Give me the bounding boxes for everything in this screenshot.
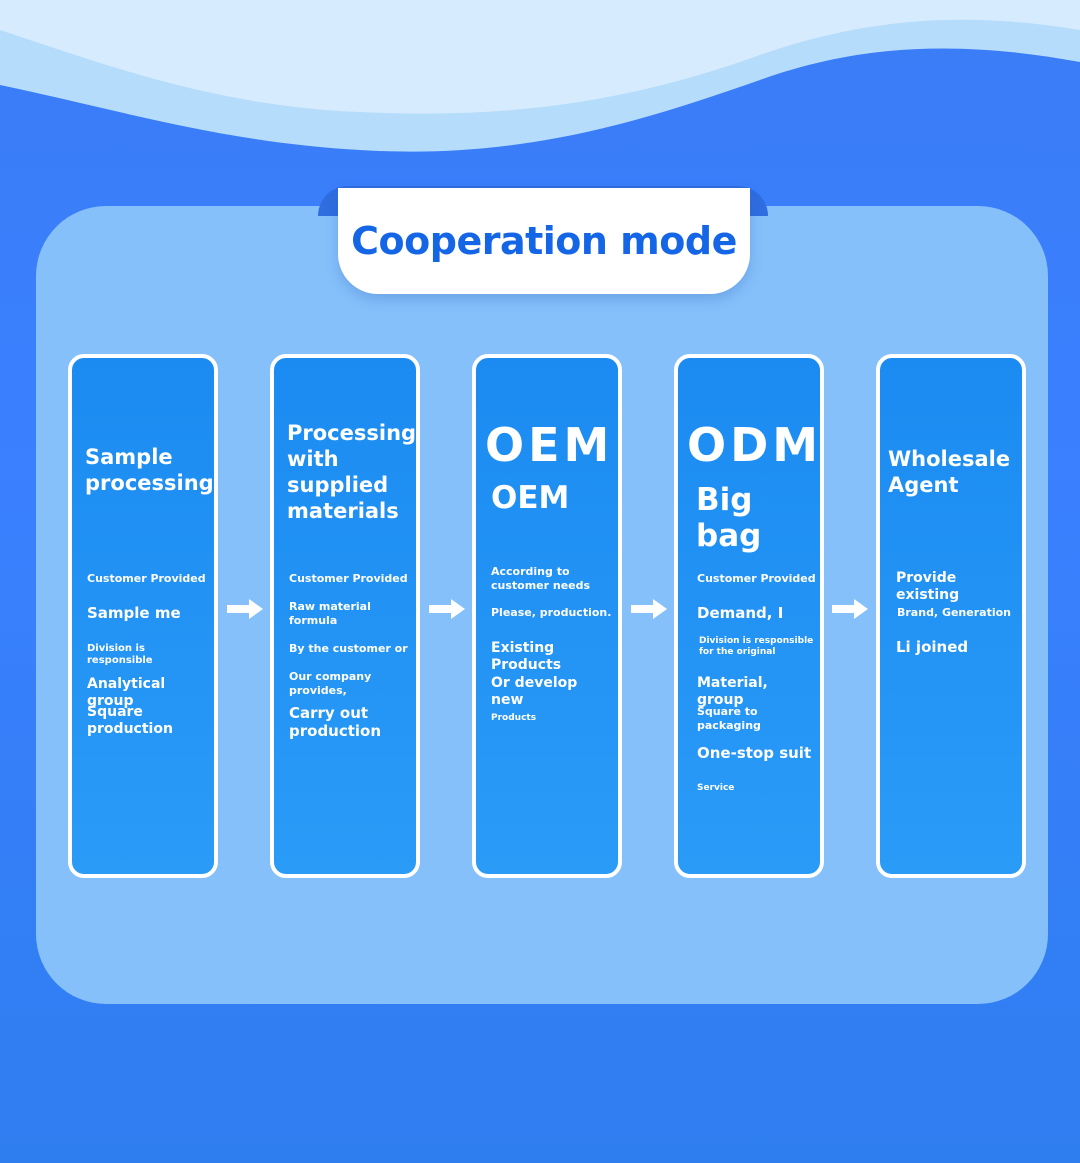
card-subheading: Big bag	[696, 482, 762, 554]
card-line: Analytical group	[87, 676, 166, 709]
card-heading: Wholesale Agent	[888, 447, 1011, 497]
card-heading: Sample processing	[85, 445, 214, 495]
card-line: Provide existing	[896, 570, 960, 603]
right-arrow-icon	[227, 599, 263, 619]
card-line: Brand, Generation	[897, 606, 1011, 619]
card-supplied-materials: Processing with supplied materials Custo…	[270, 354, 420, 878]
card-line: Carry out production	[289, 704, 382, 740]
card-line: Sample me	[87, 604, 181, 622]
card-sample-processing: Sample processing Customer Provided Samp…	[68, 354, 218, 878]
card-line: Square to packaging	[697, 705, 761, 732]
right-arrow-icon	[832, 599, 868, 619]
card-line: Please, production.	[491, 606, 612, 619]
card-line: Customer Provided	[87, 572, 206, 585]
card-line: Li joined	[896, 638, 969, 656]
top-wave	[0, 0, 1080, 152]
card-line: Division is responsible for the original	[699, 636, 814, 657]
card-line: One-stop suit	[697, 744, 812, 762]
card-line: Square production	[87, 704, 173, 737]
card-line: Division is responsible	[87, 643, 153, 666]
card-line: Demand, I	[697, 604, 784, 622]
card-line: Customer Provided	[697, 572, 816, 585]
card-line: Customer Provided	[289, 572, 408, 585]
card-big-label: ODM	[687, 418, 823, 472]
right-arrow-icon	[631, 599, 667, 619]
card-oem: OEM OEM According to customer needs Plea…	[472, 354, 622, 878]
card-wholesale-agent: Wholesale Agent Provide existing Brand, …	[876, 354, 1026, 878]
right-arrow-icon	[429, 599, 465, 619]
card-line: Raw material formula	[289, 600, 371, 627]
card-subheading: OEM	[491, 480, 570, 516]
title-tab: Cooperation mode	[338, 188, 750, 294]
card-line: Service	[697, 783, 735, 793]
card-line: Or develop new	[491, 675, 578, 708]
card-line: Existing Products	[491, 640, 562, 673]
card-odm: ODM Big bag Customer Provided Demand, I …	[674, 354, 824, 878]
card-line: Our company provides,	[289, 670, 372, 697]
card-line: Products	[491, 713, 537, 723]
card-heading: Processing with supplied materials	[287, 421, 417, 523]
card-line: According to customer needs	[491, 565, 591, 592]
card-line: By the customer or	[289, 642, 408, 655]
card-line: Material, group	[697, 675, 768, 708]
card-big-label: OEM	[485, 418, 614, 472]
page-title: Cooperation mode	[351, 219, 737, 263]
